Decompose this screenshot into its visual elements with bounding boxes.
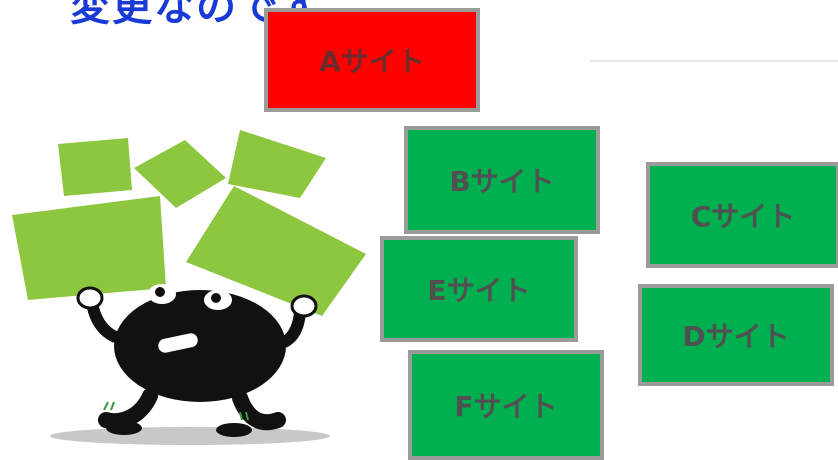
tile-icon	[134, 140, 226, 208]
site-a-box[interactable]: Aサイト	[264, 8, 480, 112]
site-b-box[interactable]: Bサイト	[404, 126, 600, 234]
divider-line	[590, 60, 838, 62]
site-e-label: Eサイト	[427, 274, 531, 307]
tile-icon	[228, 130, 326, 198]
site-d-box[interactable]: Dサイト	[638, 284, 834, 386]
site-c-box[interactable]: Cサイト	[646, 162, 838, 268]
tile-icon	[12, 196, 166, 300]
site-f-label: Fサイト	[454, 390, 558, 423]
tile-icon	[186, 186, 366, 316]
site-d-label: Dサイト	[682, 320, 790, 353]
site-a-label: Aサイト	[319, 45, 425, 78]
shadow-ellipse	[50, 427, 330, 445]
site-c-label: Cサイト	[690, 200, 796, 233]
character-juggling-boxes-icon	[12, 130, 366, 445]
site-f-box[interactable]: Fサイト	[408, 350, 604, 460]
character-body	[114, 290, 286, 402]
tile-icon	[58, 138, 132, 196]
site-b-label: Bサイト	[449, 165, 555, 198]
site-e-box[interactable]: Eサイト	[380, 236, 578, 342]
